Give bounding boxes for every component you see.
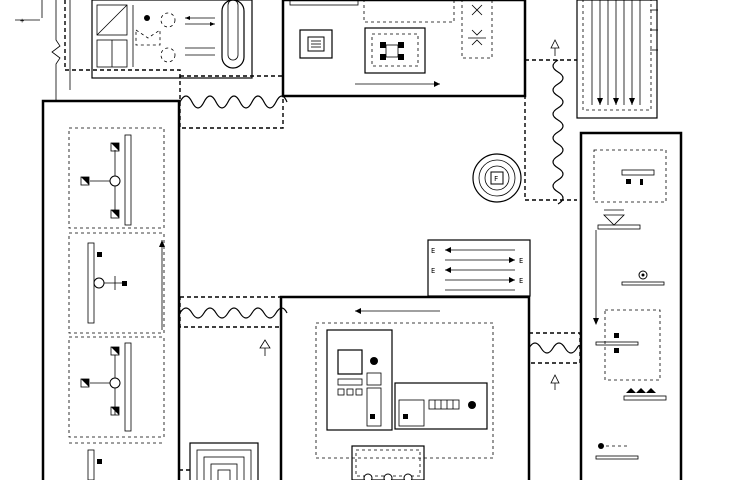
left-tall-module — [41, 99, 181, 480]
svg-text:+: + — [20, 17, 24, 25]
wave-connector-right — [524, 39, 577, 205]
top-center-module — [281, 0, 527, 98]
cable-glyph-2: E — [431, 267, 435, 275]
round-panel: F — [472, 153, 522, 203]
wave-connector-mid — [179, 296, 288, 356]
cable-glyph-1: E — [431, 247, 435, 255]
cable-glyph-4: E — [519, 277, 523, 285]
panel-glyph: F — [494, 175, 498, 183]
top-left-module: + — [15, 0, 253, 100]
top-right-columns — [576, 0, 658, 119]
cable-glyph-3: E — [519, 257, 523, 265]
wave-connector-top — [179, 75, 288, 129]
cable-bundle: E E E E — [427, 239, 531, 297]
wave-connector-bottom — [528, 332, 581, 390]
nested-square — [179, 442, 259, 480]
right-tall-module — [579, 131, 683, 480]
bottom-center-module — [279, 295, 531, 480]
